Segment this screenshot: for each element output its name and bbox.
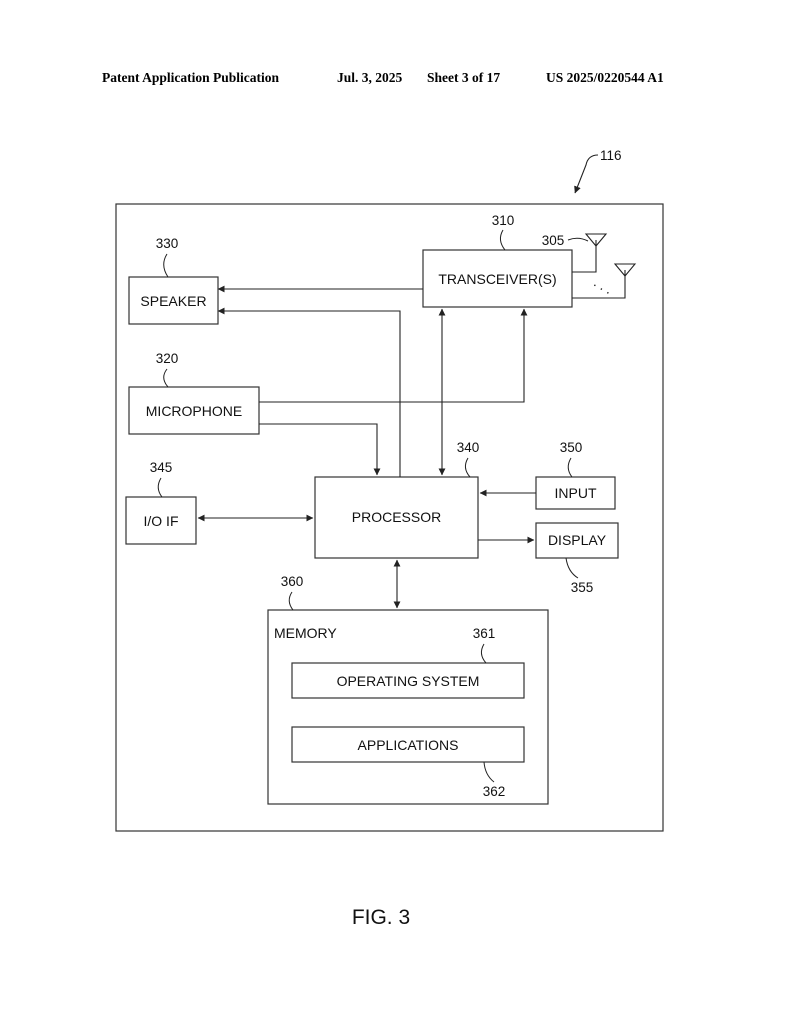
applications-leader: [483, 761, 495, 783]
antenna-1-icon: [584, 233, 608, 247]
input-label: INPUT: [555, 485, 597, 501]
transceiver-block: TRANSCEIVER(S) 310: [422, 213, 573, 308]
io-if-box: [125, 496, 197, 545]
device-ref-arrow: [574, 154, 599, 194]
transceiver-leader: [499, 229, 506, 251]
connections: [197, 285, 536, 609]
input-box: [535, 476, 616, 510]
processor-leader: [464, 457, 471, 478]
memory-ref: 360: [281, 574, 304, 589]
display-label: DISPLAY: [548, 532, 607, 548]
speaker-ref: 330: [156, 236, 179, 251]
processor-box: [314, 476, 479, 559]
transceiver-label: TRANSCEIVER(S): [438, 271, 556, 287]
transceiver-box: [422, 249, 573, 308]
conn-microphone-transceiver: [259, 308, 528, 403]
processor-block: PROCESSOR 340: [314, 440, 480, 559]
microphone-box: [128, 386, 260, 435]
applications-label: APPLICATIONS: [358, 737, 459, 753]
antenna-2-icon: [613, 263, 637, 277]
input-ref: 350: [560, 440, 583, 455]
display-ref: 355: [571, 580, 594, 595]
conn-processor-speaker: [217, 307, 401, 477]
microphone-label: MICROPHONE: [146, 403, 242, 419]
conn-microphone-processor: [259, 423, 381, 476]
io-if-leader: [157, 477, 163, 498]
header-sheet: Sheet 3 of 17: [427, 70, 500, 85]
io-if-label: I/O IF: [144, 513, 179, 529]
header-date: Jul. 3, 2025: [337, 70, 403, 85]
input-leader: [567, 457, 573, 478]
speaker-leader: [163, 253, 169, 278]
device-ref-label: 116: [600, 148, 622, 163]
display-leader: [565, 557, 579, 579]
microphone-ref: 320: [156, 351, 179, 366]
display-block: DISPLAY 355: [535, 522, 619, 595]
memory-box: [267, 609, 549, 805]
processor-ref: 340: [457, 440, 480, 455]
header-patent-number: US 2025/0220544 A1: [546, 70, 664, 85]
input-block: INPUT 350: [535, 440, 616, 510]
operating-system-box: [291, 662, 525, 699]
processor-label: PROCESSOR: [352, 509, 441, 525]
device-reference: 116: [574, 148, 622, 194]
memory-block: MEMORY 360 OPERATING SYSTEM 361 APPLICAT…: [267, 574, 549, 805]
memory-leader: [288, 591, 294, 611]
antenna-leader: [567, 237, 589, 242]
antenna-2-feed: [572, 270, 626, 299]
speaker-box: [128, 276, 219, 325]
operating-system-label: OPERATING SYSTEM: [337, 673, 480, 689]
transceiver-ref: 310: [492, 213, 515, 228]
antenna-ref: 305: [542, 233, 565, 248]
operating-system-ref: 361: [473, 626, 496, 641]
applications-box: [291, 726, 525, 763]
page-header: Patent Application Publication Jul. 3, 2…: [102, 70, 664, 85]
io-if-block: I/O IF 345: [125, 460, 197, 545]
operating-system-leader: [480, 643, 487, 664]
speaker-label: SPEAKER: [140, 293, 206, 309]
io-if-ref: 345: [150, 460, 173, 475]
figure-caption: FIG. 3: [352, 906, 410, 929]
memory-label: MEMORY: [274, 625, 337, 641]
header-publication: Patent Application Publication: [102, 70, 280, 85]
speaker-block: SPEAKER 330: [128, 236, 219, 325]
microphone-leader: [163, 368, 169, 388]
antenna-icon: 305 . . .: [542, 233, 637, 299]
microphone-block: MICROPHONE 320: [128, 351, 260, 435]
antenna-1-feed: [572, 240, 597, 273]
applications-ref: 362: [483, 784, 506, 799]
display-box: [535, 522, 619, 559]
